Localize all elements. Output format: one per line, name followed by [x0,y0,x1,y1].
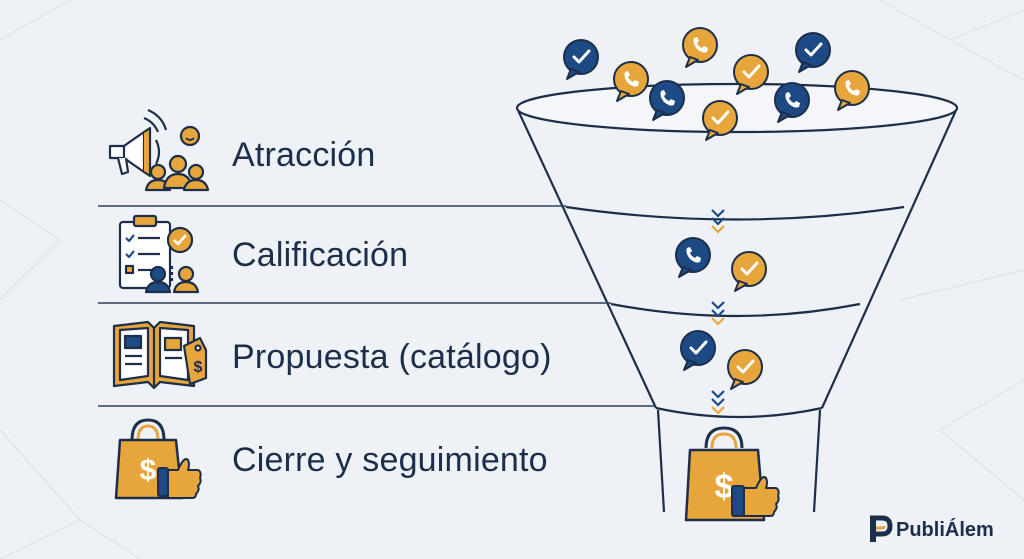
chevron-down-icon [710,300,726,326]
funnel-left-side [516,107,657,409]
svg-text:$: $ [194,359,203,376]
catalog-price-tag-icon: $ [112,320,208,390]
brand: PubliÁlem [896,515,994,545]
whatsapp-check-bubble-icon [679,329,717,372]
chevron-down-icon [710,389,726,415]
stage-label-closing: Cierre y seguimiento [232,441,548,479]
stage-label-qualification: Calificación [232,236,409,274]
whatsapp-check-bubble-icon [562,38,600,81]
funnel-right-side [820,107,959,409]
whatsapp-check-bubble-icon [701,99,739,142]
checklist-evaluation-icon [118,214,200,294]
funnel-band-2 [610,302,861,318]
shopping-bag-thumbs-up-icon: $ [114,418,202,500]
whatsapp-check-bubble-icon [730,250,768,293]
flow-chevrons [710,208,726,415]
svg-text:$: $ [140,454,157,487]
svg-text:$: $ [715,468,734,506]
megaphone-audience-icon [108,108,210,192]
whatsapp-phone-bubble-icon [682,27,718,68]
funnel-spout-left [656,409,666,513]
whatsapp-check-bubble-icon [794,31,832,74]
publialem-logo-icon [870,515,893,542]
brand-name: PubliÁlem [896,518,994,541]
stage-label-proposal: Propuesta (catálogo) [232,338,552,376]
funnel-rim [515,82,959,134]
funnel-band-1 [565,205,905,221]
stage-dividers [98,205,656,407]
funnel-spout-right [812,409,822,513]
stage-label-attraction: Atracción [232,136,376,174]
funnel-band-3 [655,406,823,419]
chevron-down-icon [710,208,726,234]
whatsapp-check-bubble-icon [726,348,764,391]
funnel-output-bag-icon: $ [684,426,780,522]
whatsapp-phone-bubble-icon [675,237,711,278]
